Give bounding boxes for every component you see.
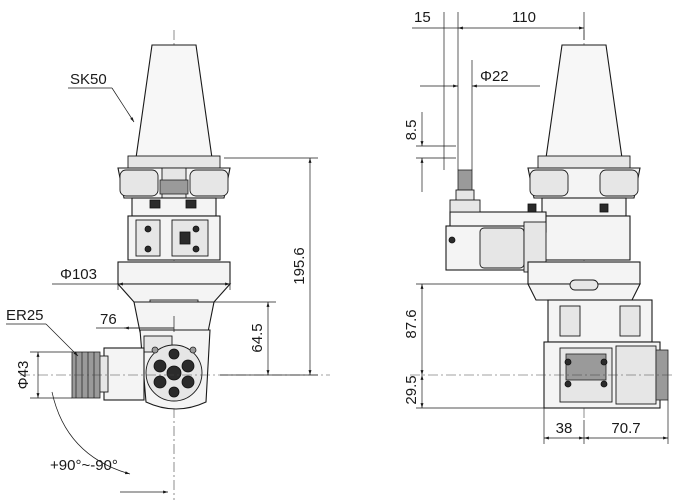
height-upper-label: 8.5 [403,120,420,141]
height-bottom-label: 29.5 [403,375,420,404]
diameter-shank-label: Φ43 [15,361,32,390]
diameter-right-label: Φ22 [480,68,509,85]
rotation-label: +90°~-90° [50,457,118,474]
taper-label: SK50 [70,71,107,88]
collet-label: ER25 [6,307,44,324]
diameter-body-label: Φ103 [60,266,97,283]
height-mid-label: 87.6 [403,309,420,338]
offset-label: 76 [100,311,117,328]
top-offset-label: 15 [414,9,431,26]
right-view: 15 110 Φ22 8.5 87.6 29.5 38 70.7 [403,9,675,444]
top-width-label: 110 [512,9,536,26]
height-total-label: 195.6 [291,247,308,285]
taper-cone [135,44,213,159]
collet-housing [103,347,145,401]
left-view: SK50 195.6 64.5 Φ103 76 ER25 Φ43 +9 [6,30,330,500]
width-right-label: 70.7 [611,420,640,437]
spindle-face [145,344,203,402]
width-left-label: 38 [556,420,573,437]
height-lower-label: 64.5 [249,323,266,352]
